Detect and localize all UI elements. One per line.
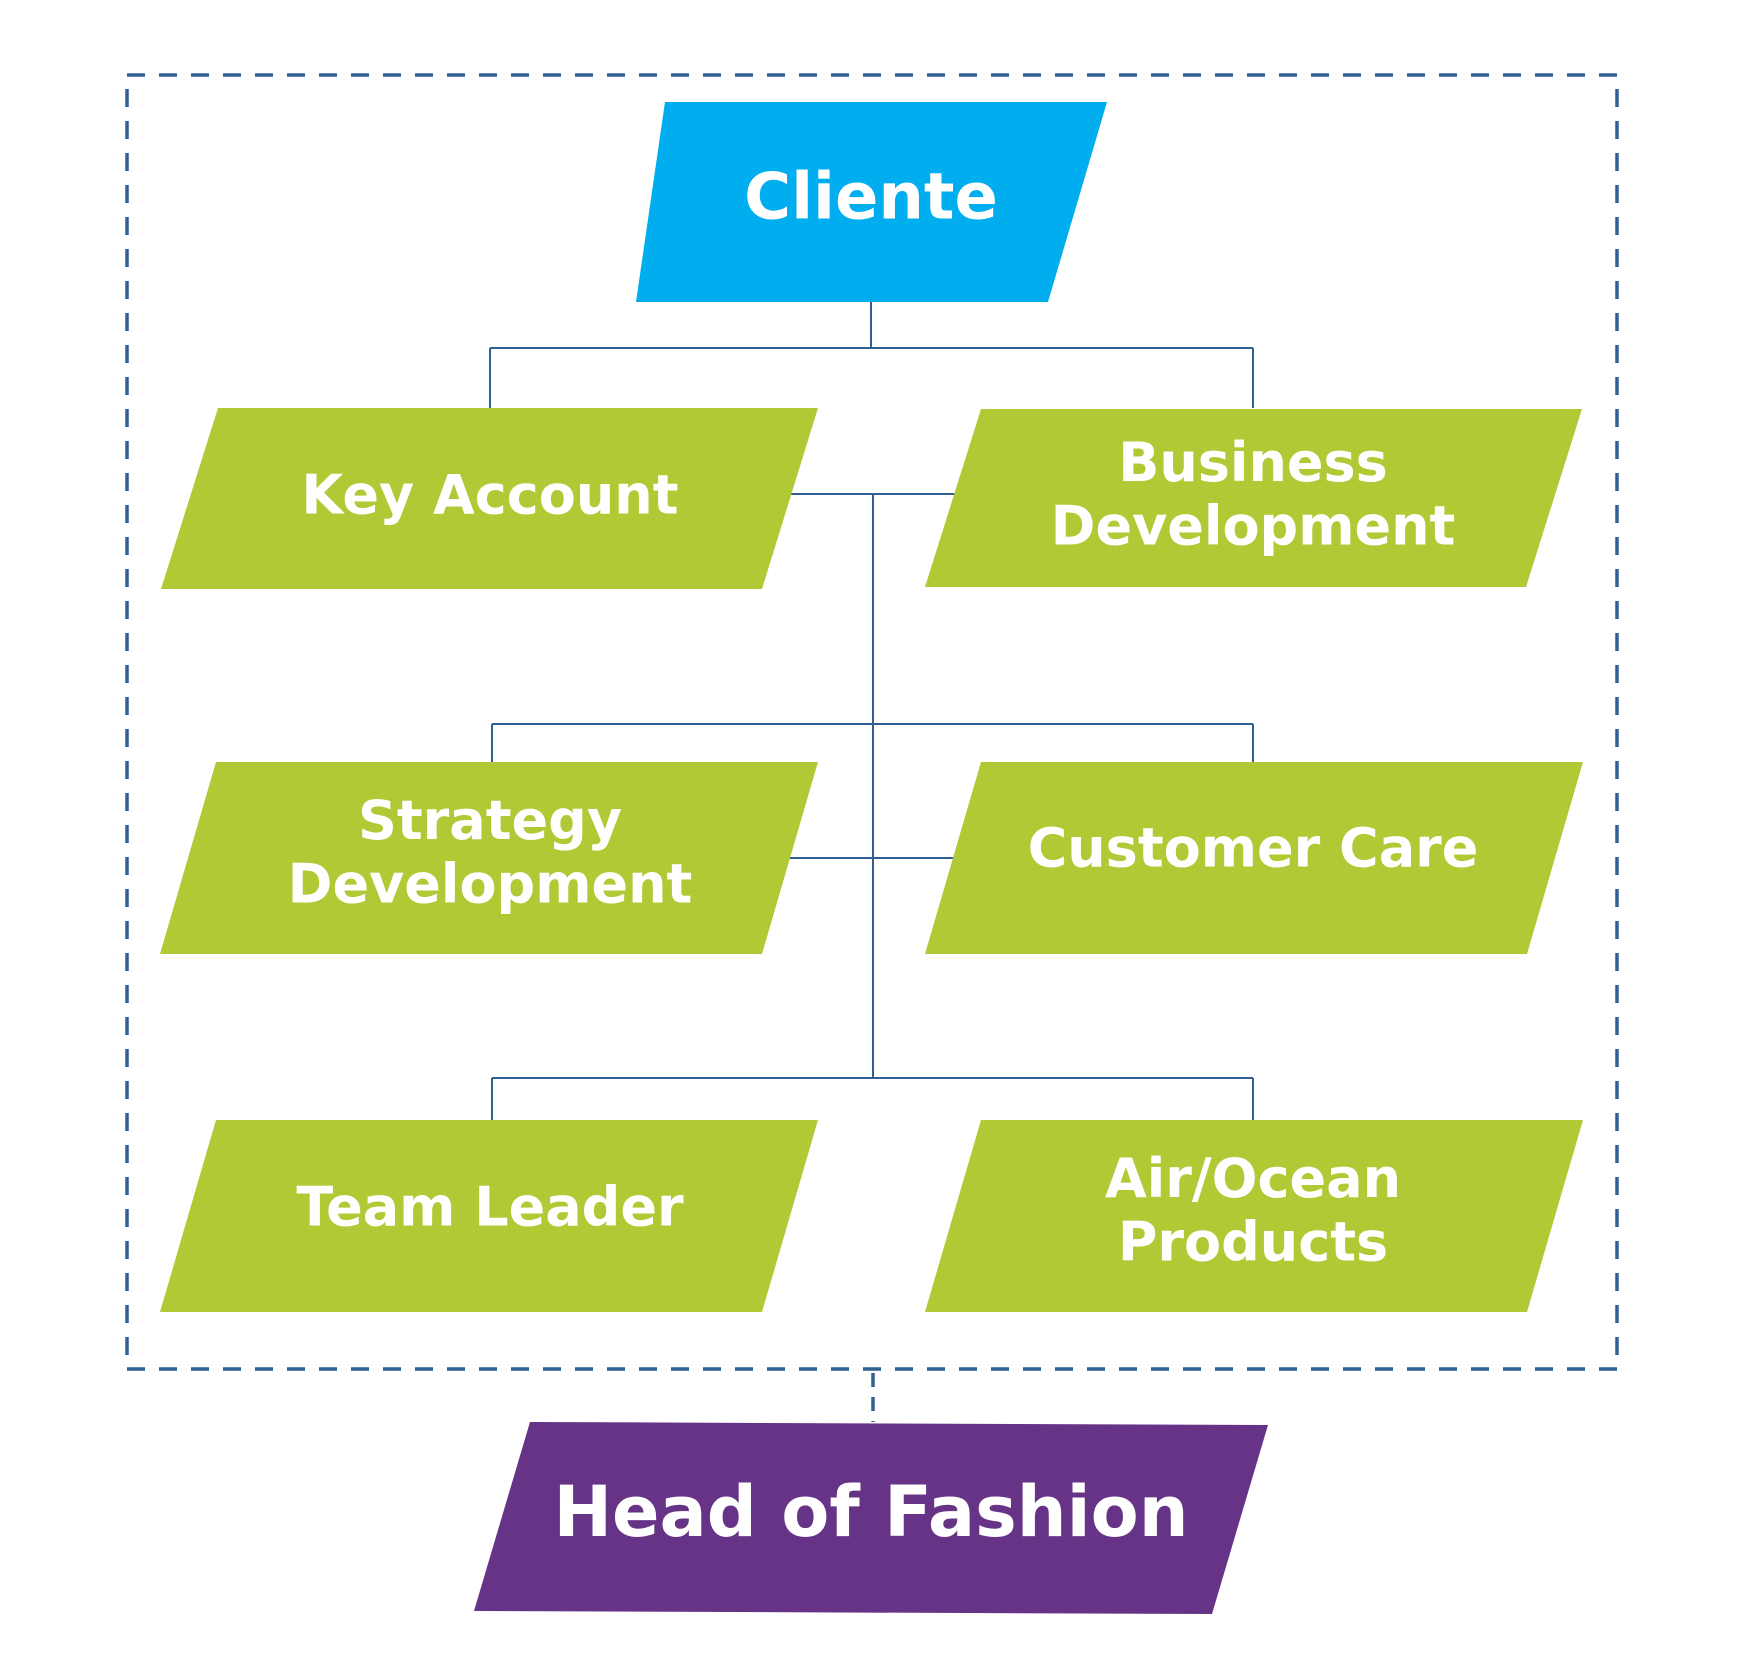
node-shape [925,1120,1583,1312]
node-label-line: Customer Care [1028,817,1479,880]
node-customer-care: Customer Care [925,762,1583,954]
node-shape [925,409,1582,587]
node-label: Customer Care [1028,817,1479,880]
node-label: Key Account [301,464,678,527]
node-label-line: Air/Ocean [1105,1147,1401,1210]
node-label-line: Head of Fashion [553,1471,1188,1553]
node-label: Cliente [744,161,998,235]
node-shape [636,102,1107,302]
node-cliente: Cliente [636,102,1107,302]
node-shape [160,762,818,954]
node-shape [474,1422,1268,1614]
node-label-line: Strategy [358,789,622,852]
node-label-line: Team Leader [296,1176,684,1239]
node-label-line: Business [1118,431,1388,494]
node-label-line: Products [1118,1211,1388,1274]
node-team-leader: Team Leader [160,1120,818,1312]
connectors [489,301,1254,1422]
node-shape [161,408,818,589]
node-label-line: Development [288,853,693,916]
node-shape [160,1120,818,1312]
node-shape [925,762,1583,954]
node-label-line: Development [1051,495,1456,558]
node-label-line: Cliente [744,161,998,235]
node-label: Team Leader [296,1176,684,1239]
node-label: Head of Fashion [553,1471,1188,1553]
node-label-line: Key Account [301,464,678,527]
node-head-of-fashion: Head of Fashion [474,1422,1268,1614]
node-key-account: Key Account [161,408,818,589]
group-frame [125,73,1619,1371]
